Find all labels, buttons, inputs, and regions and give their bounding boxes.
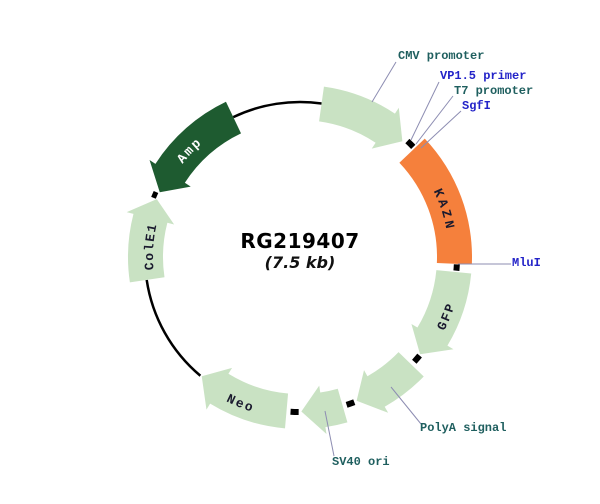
feature-cmv-promoter [319, 86, 403, 149]
callout-sv40-ori: SV40 ori [332, 455, 390, 469]
tick-junction-cole1-amp [151, 190, 159, 199]
callout-line-polya-signal [390, 386, 422, 425]
feature-label-cole1: ColE1 [142, 222, 161, 271]
callout-polya-signal: PolyA signal [420, 421, 507, 435]
callout-t7-promoter: T7 promoter [454, 84, 534, 98]
feature-kazn [399, 138, 473, 265]
callout-line-t7-promoter [415, 95, 454, 145]
backbone-bottom-left [145, 279, 202, 377]
feature-sv40-ori [301, 385, 348, 435]
feature-neo [201, 367, 289, 429]
callout-line-sv40-ori [324, 410, 335, 457]
callout-mlui: MluI [512, 256, 541, 270]
tick-gap-gfp-polya [412, 353, 422, 364]
tick-sgfi-site [405, 138, 416, 149]
callout-cmv-promoter: CMV promoter [398, 49, 485, 63]
tick-gap-polya-sv40 [345, 399, 356, 408]
callout-line-cmv-promoter [371, 61, 397, 103]
callout-sgfi: SgfI [462, 99, 491, 113]
feature-cole1 [126, 199, 175, 283]
feature-polya-signal [356, 352, 424, 413]
feature-amp [149, 101, 242, 193]
feature-gfp [411, 270, 472, 355]
callout-line-vp15-primer [410, 81, 440, 141]
callout-line-sgfi [420, 110, 462, 149]
callout-vp15-primer: VP1.5 primer [440, 69, 527, 83]
backbone-top [232, 100, 322, 119]
